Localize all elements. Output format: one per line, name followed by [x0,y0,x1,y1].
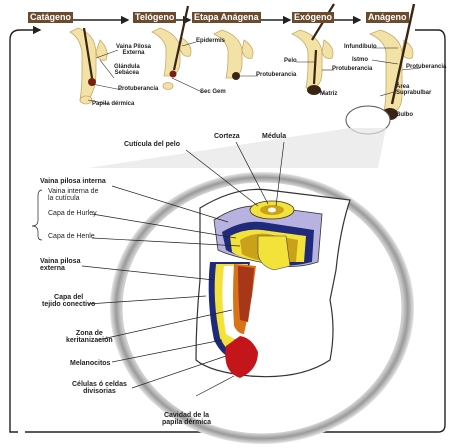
label-vaina-pilosa-externa-top: Vaina Pilosa Externa [116,44,151,57]
label-zona-keritanizacion: Zona de keritanización [66,330,113,345]
stage-title-anagen: Anágeno [366,12,409,23]
label-infundibulo: Infundíbulo [344,44,377,50]
label-glandula-sebacea: Glándula Sebácea [114,64,140,77]
label-corteza: Corteza [214,133,240,140]
label-cavidad-papila-dermica: Cavidad de la papila dérmica [162,412,211,427]
follicle-catagen [70,28,107,104]
label-cuticula-del-pelo: Cutícula del pelo [124,141,180,148]
stage-title-exogen: Exógeno [292,12,334,23]
label-sec-gem: Sec Gem [200,89,226,95]
label-capa-de-hurley: Capa de Hurley [48,210,97,217]
label-medula: Médula [262,133,286,140]
label-protuberancia-3: Protuberancia [256,72,296,78]
label-papila-dermica: Papila dérmica [92,101,134,107]
label-capa-de-henle: Capa de Henle [48,233,95,240]
label-protuberancia-5: Protuberancia [406,64,446,70]
label-protuberancia-4: Protuberancia [332,66,372,72]
label-vaina-pilosa-externa: Vaina pilosa externa [40,258,80,273]
stage-title-telogen: Telógeno [133,12,176,23]
label-pelo: Pelo [284,58,297,64]
label-celulas-divisorias: Células ó celdas divisorias [72,381,127,396]
label-istmo: Istmo [352,57,368,63]
label-matriz: Matriz [320,91,337,97]
label-capa-tejido-conectivo: Capa del tejido conectivo [42,294,95,309]
label-vaina-pilosa-interna: Vaina pilosa interna [40,178,106,185]
label-vaina-interna-cuticula: Vaina interna de la cutícula [48,188,98,203]
stage-title-catagen: Catágeno [28,12,73,23]
label-protuberancia-1: Protuberancia [118,86,158,92]
label-bulbo: Bulbo [396,112,413,118]
label-epidermis: Epidermis [196,38,225,44]
label-area-suprabulbar: Área Suprabulbar [396,84,431,97]
follicle-cross-section [196,189,350,378]
label-melanocitos: Melanocitos [70,360,110,367]
stage-title-early-anagen: Etapa Anágena [192,12,261,23]
